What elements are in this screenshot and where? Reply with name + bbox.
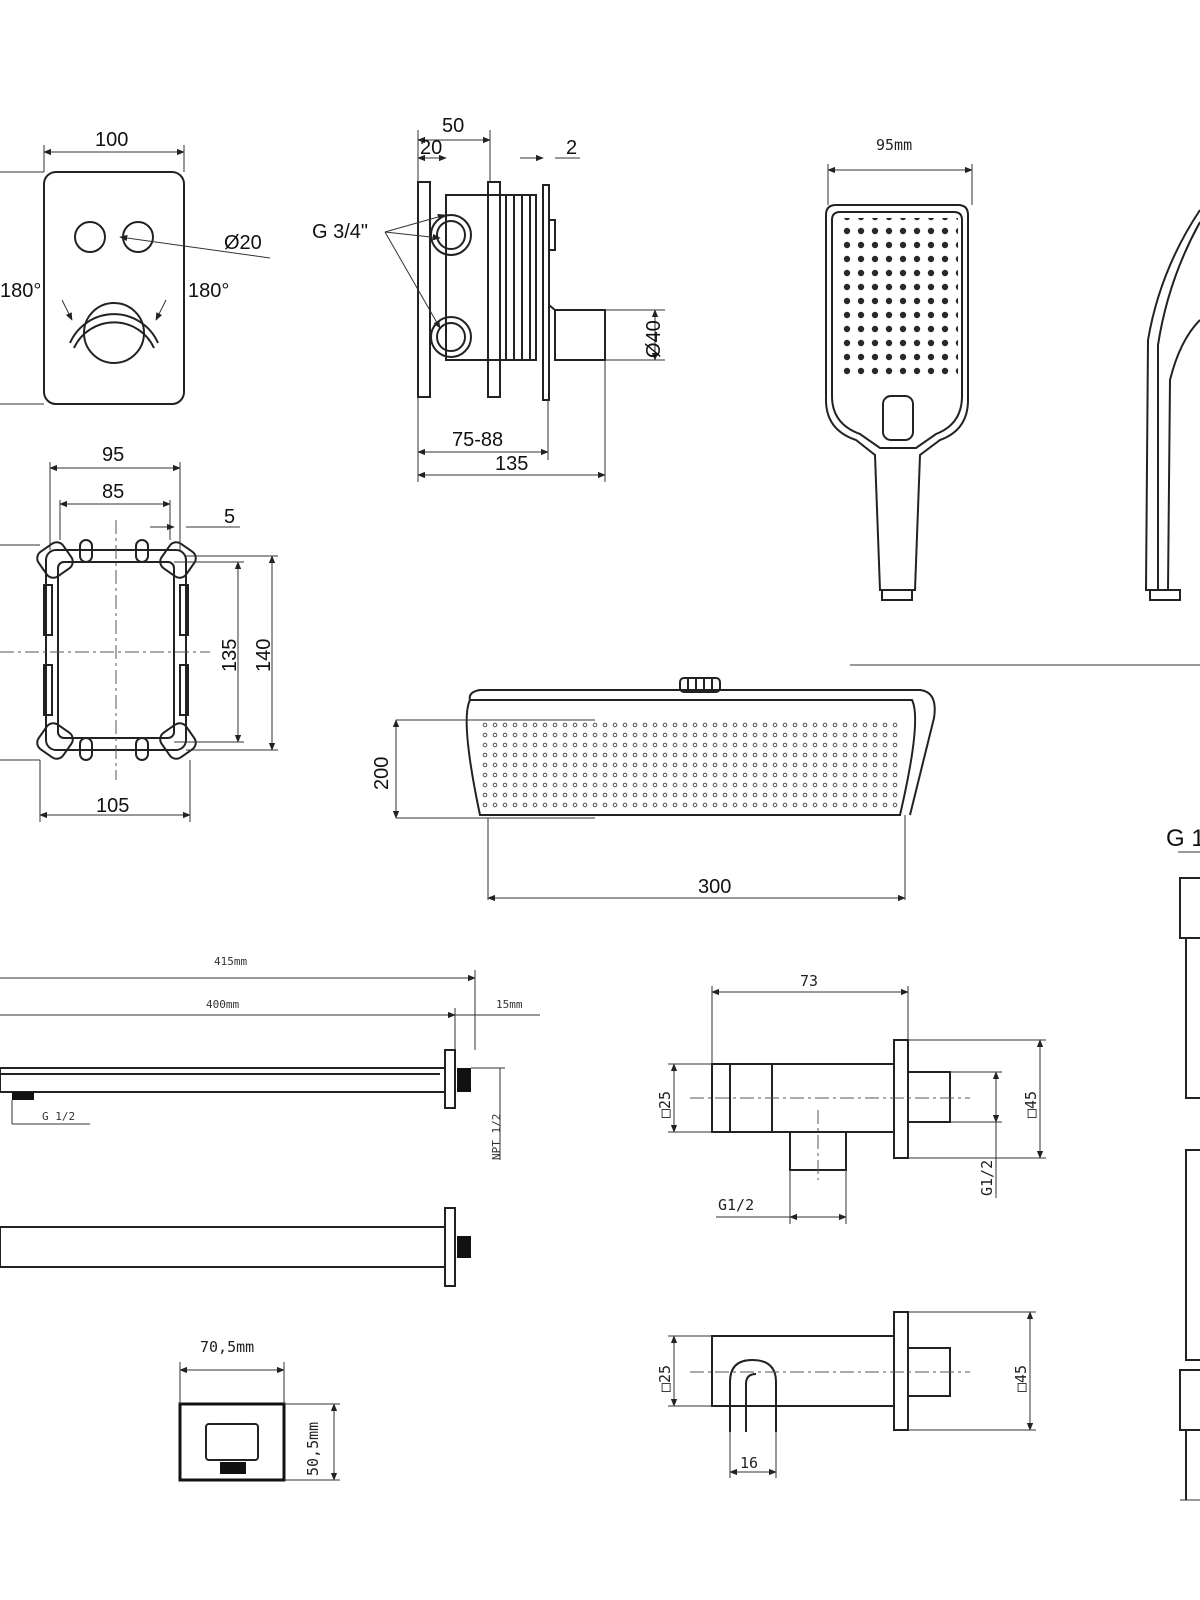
valve-knob-diameter-label: Ø40 xyxy=(643,320,665,358)
button-diameter-label: Ø20 xyxy=(224,232,262,254)
arm-thread-out xyxy=(457,1068,471,1092)
frame-outer-height-label: 140 xyxy=(253,639,275,672)
partial-right-view: G 1 xyxy=(1166,825,1200,1501)
arm2-thread xyxy=(457,1236,471,1258)
arm-thread-in xyxy=(12,1092,34,1100)
arm-flange-label: 15mm xyxy=(496,998,523,1011)
small-outlet-width-label: 70,5mm xyxy=(200,1338,254,1356)
valve-plate-label: 2 xyxy=(566,137,577,159)
partial-thread-label: G 1 xyxy=(1166,825,1200,852)
rotation-right-label: 180° xyxy=(188,280,229,302)
outlet-elbow-view: 73 □25 □45 G1/2 G1/2 xyxy=(656,972,1046,1224)
valve-overall-label: 135 xyxy=(495,453,528,475)
head-shower-view: 200 300 xyxy=(371,677,936,902)
spray-face xyxy=(838,218,958,378)
valve-inlet-offset-label: 20 xyxy=(420,137,442,159)
valve-depth-label: 50 xyxy=(442,115,464,137)
box-frame-view: 95 85 5 135 140 105 xyxy=(0,444,278,822)
arm-length-label: 400mm xyxy=(206,998,239,1011)
arm-total-length-label: 415mm xyxy=(214,955,247,968)
arm-thread-in-label: G 1/2 xyxy=(42,1110,75,1123)
head-shower-width-label: 300 xyxy=(698,876,731,898)
elbow-flange-label: □45 xyxy=(1022,1091,1040,1118)
holder-slot-label: 16 xyxy=(740,1454,758,1472)
valve-install-depth-label: 75-88 xyxy=(452,429,503,451)
valve-body-view: 50 20 2 G 3/4" Ø40 75-88 135 xyxy=(312,115,665,482)
holder-flange-label: □45 xyxy=(1012,1365,1030,1392)
holder-view: □25 □45 16 xyxy=(656,1311,1036,1478)
frame-outer-width-label: 95 xyxy=(102,444,124,466)
head-shower-height-label: 200 xyxy=(371,757,393,790)
rotation-left-label: 180° xyxy=(0,280,41,302)
elbow-thread-bottom-label: G1/2 xyxy=(718,1196,754,1214)
elbow-thread-side-label: G1/2 xyxy=(978,1160,996,1196)
valve-thread-label: G 3/4" xyxy=(312,221,368,243)
shower-arm-view: 415mm 400mm 15mm G 1/2 NPT 1/2 xyxy=(0,955,540,1287)
small-outlet-height-label: 50,5mm xyxy=(304,1422,322,1476)
elbow-tube-label: □25 xyxy=(656,1091,674,1118)
mixer-width-label: 100 xyxy=(95,129,128,151)
hand-shower-view: 95mm xyxy=(825,136,1200,666)
frame-inner-height-label: 135 xyxy=(219,639,241,672)
small-outlet-view: 70,5mm 50,5mm xyxy=(178,1338,340,1482)
hand-shower-width-label: 95mm xyxy=(876,136,912,154)
frame-flange-label: 5 xyxy=(224,506,235,528)
frame-inner-width-label: 85 xyxy=(102,481,124,503)
arm-thread-out-label: NPT 1/2 xyxy=(490,1114,503,1160)
elbow-width-label: 73 xyxy=(800,972,818,990)
holder-tube-label: □25 xyxy=(656,1365,674,1392)
frame-bottom-width-label: 105 xyxy=(96,795,129,817)
spray-pattern xyxy=(480,720,900,810)
mixer-faceplate-view: 100 Ø20 180° 180° xyxy=(0,129,271,405)
